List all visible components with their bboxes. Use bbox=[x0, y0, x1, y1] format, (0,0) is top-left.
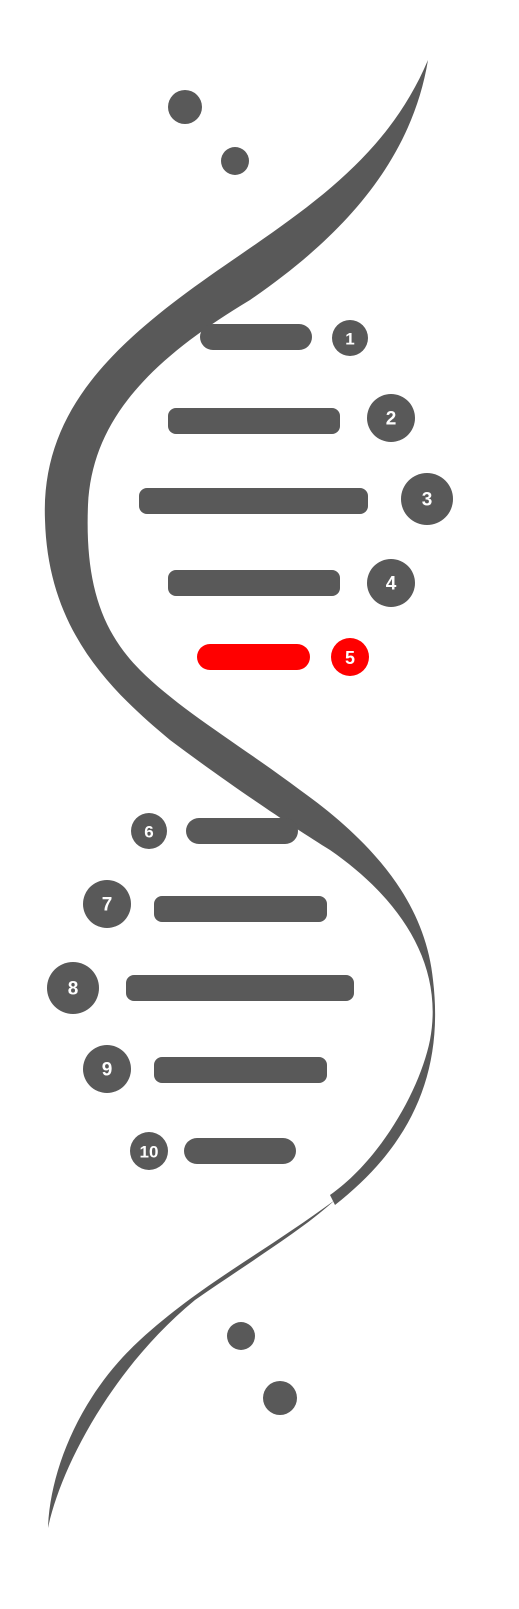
step-1-bar bbox=[200, 324, 312, 350]
step-2[interactable]: 2 bbox=[168, 394, 415, 442]
dot-bottom-2 bbox=[263, 1381, 297, 1415]
step-1-number: 1 bbox=[345, 330, 354, 349]
step-7-number: 7 bbox=[102, 895, 113, 916]
helix-strand-lower bbox=[48, 1195, 340, 1528]
dot-bottom-1 bbox=[227, 1322, 255, 1350]
step-6-badge bbox=[131, 813, 167, 849]
step-10-badge bbox=[130, 1132, 168, 1170]
step-2-number: 2 bbox=[386, 409, 397, 430]
step-8-number: 8 bbox=[68, 979, 79, 1000]
step-3-badge bbox=[401, 473, 453, 525]
step-9-bar bbox=[154, 1057, 327, 1083]
step-6[interactable]: 6 bbox=[131, 813, 298, 849]
step-4[interactable]: 4 bbox=[168, 559, 415, 607]
step-1[interactable]: 1 bbox=[200, 320, 368, 356]
step-5-badge bbox=[331, 638, 369, 676]
step-7[interactable]: 7 bbox=[83, 880, 327, 928]
step-2-bar bbox=[168, 408, 340, 434]
step-4-badge bbox=[367, 559, 415, 607]
step-3[interactable]: 3 bbox=[139, 473, 453, 525]
step-1-badge bbox=[332, 320, 368, 356]
step-4-bar bbox=[168, 570, 340, 596]
step-8-badge bbox=[47, 962, 99, 1014]
step-3-number: 3 bbox=[422, 490, 433, 511]
step-5[interactable]: 5 bbox=[197, 638, 369, 676]
step-7-bar bbox=[154, 896, 327, 922]
step-3-bar bbox=[139, 488, 368, 514]
step-4-number: 4 bbox=[386, 574, 397, 595]
step-5-bar bbox=[197, 644, 310, 670]
step-6-number: 6 bbox=[144, 823, 153, 842]
step-2-badge bbox=[367, 394, 415, 442]
step-7-badge bbox=[83, 880, 131, 928]
step-5-number: 5 bbox=[345, 648, 355, 668]
step-9-number: 9 bbox=[102, 1060, 113, 1081]
step-6-bar bbox=[186, 818, 298, 844]
dot-top-1 bbox=[168, 90, 202, 124]
step-9-badge bbox=[83, 1045, 131, 1093]
step-8[interactable]: 8 bbox=[47, 962, 354, 1014]
step-8-bar bbox=[126, 975, 354, 1001]
step-10-bar bbox=[184, 1138, 296, 1164]
step-10[interactable]: 10 bbox=[130, 1132, 296, 1170]
step-10-number: 10 bbox=[140, 1143, 159, 1162]
helix-strand-upper bbox=[44, 60, 436, 1205]
dot-top-2 bbox=[221, 147, 249, 175]
step-9[interactable]: 9 bbox=[83, 1045, 327, 1093]
